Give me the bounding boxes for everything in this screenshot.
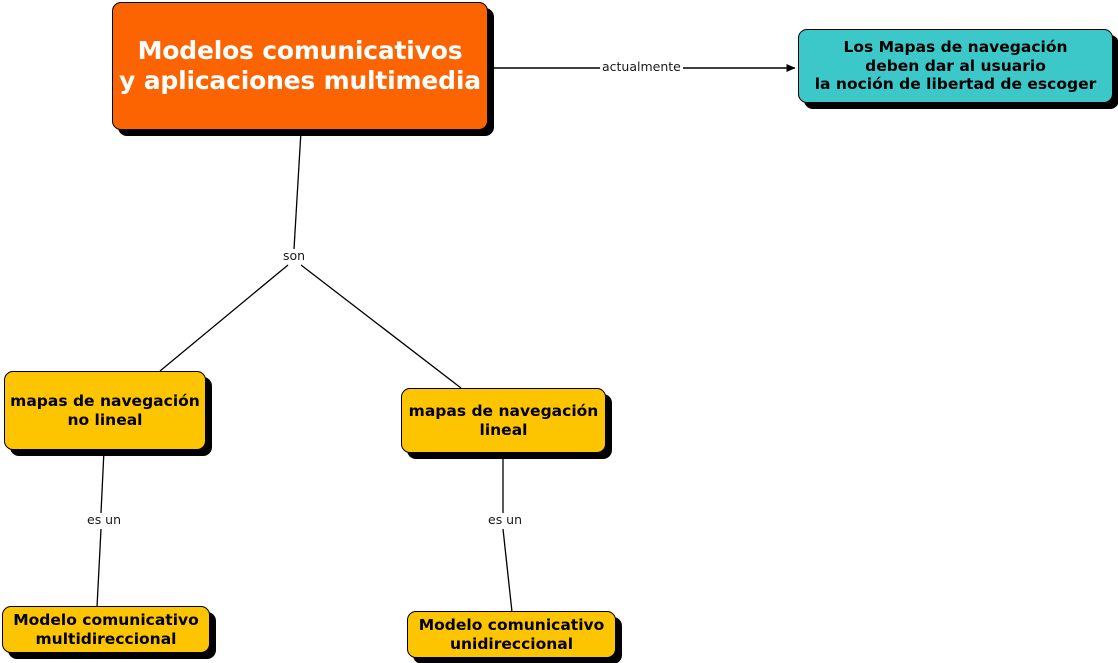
node-modelo-multidireccional[interactable]: Modelo comunicativo multidireccional [2, 606, 210, 653]
edge-label-es-un-left: es un [85, 512, 124, 527]
edge-label-es-un-right: es un [486, 512, 525, 527]
edge-label-actualmente: actualmente [600, 59, 683, 74]
edge-son-to-lineal [300, 264, 462, 389]
node-modelos-comunicativos[interactable]: Modelos comunicativos y aplicaciones mul… [112, 2, 488, 130]
node-label: mapas de navegación lineal [408, 401, 599, 439]
edge-es-un-to-unidireccional [502, 528, 513, 613]
edge-son-to-no-lineal [159, 264, 289, 372]
edge-label-son: son [281, 248, 308, 263]
node-label: Modelo comunicativo multidireccional [13, 610, 199, 648]
edge-es-un-to-multidireccional [96, 528, 102, 608]
node-label: Modelos comunicativos y aplicaciones mul… [119, 35, 481, 96]
node-label: Modelo comunicativo unidireccional [418, 615, 605, 653]
node-modelo-unidireccional[interactable]: Modelo comunicativo unidireccional [407, 611, 616, 658]
node-mapas-navegacion-libertad[interactable]: Los Mapas de navegación deben dar al usu… [798, 29, 1113, 103]
node-mapas-navegacion-lineal[interactable]: mapas de navegación lineal [401, 388, 606, 453]
node-mapas-navegacion-no-lineal[interactable]: mapas de navegación no lineal [4, 371, 206, 450]
edge-no-lineal-to-es-un [100, 449, 105, 514]
node-label: mapas de navegación no lineal [10, 391, 200, 429]
edge-root-to-son [293, 130, 302, 250]
node-label: Los Mapas de navegación deben dar al usu… [814, 37, 1097, 94]
